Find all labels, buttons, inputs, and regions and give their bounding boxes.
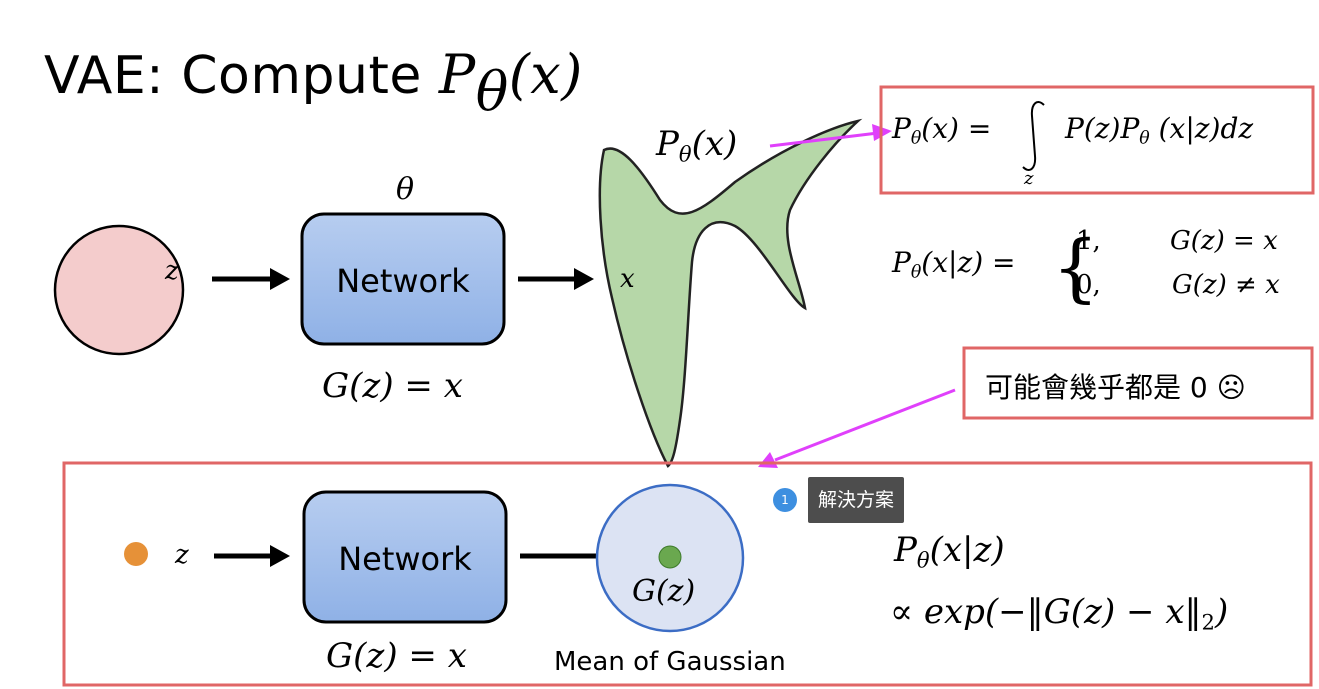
distribution-blob xyxy=(598,118,863,468)
prop-line2-text: ∝ exp(−‖G(z) − x‖ xyxy=(890,592,1202,632)
network-label-top: Network xyxy=(336,262,470,300)
comment-badge[interactable]: 1 xyxy=(773,488,797,512)
x-label-blob: x xyxy=(620,264,635,294)
integral-rhs-theta: θ xyxy=(1139,128,1150,149)
integral-theta: θ xyxy=(910,128,922,149)
network-box-top xyxy=(300,212,506,346)
title-math-arg: (x) xyxy=(508,43,583,106)
solution-box xyxy=(62,461,1313,687)
case1-value: 1, xyxy=(1076,226,1101,256)
magenta-arrow-top xyxy=(769,131,879,148)
integral-subscript: z xyxy=(1024,168,1034,189)
title-math-p: P xyxy=(438,43,476,106)
case2-value: 0, xyxy=(1076,270,1101,300)
prop-line1: Pθ(x|z) xyxy=(894,530,1005,573)
cases-equation-lhs: Pθ(x|z) = xyxy=(892,246,1015,283)
prop-line2-end: ) xyxy=(1214,592,1229,632)
page-title: VAE: Compute Pθ(x) xyxy=(44,40,583,127)
magenta-arrow-bottom xyxy=(774,388,956,462)
p-label-arg: (x) xyxy=(691,124,738,164)
p-label-sub: θ xyxy=(678,141,692,167)
mean-dot xyxy=(658,545,682,569)
integral-p: P xyxy=(892,112,911,145)
p-label-main: P xyxy=(656,124,679,164)
gz-equation-bottom: G(z) = x xyxy=(326,636,467,676)
network-label-bottom: Network xyxy=(338,540,472,578)
arrow-z-to-network-bottom-head xyxy=(270,545,290,567)
arrow-z-to-network-head xyxy=(270,268,290,290)
gaussian-caption: Mean of Gaussian xyxy=(554,647,786,677)
integral-lhs-text: (x) = xyxy=(921,112,992,145)
z-label-top: z xyxy=(165,256,179,286)
prop-line2-sub: 2 xyxy=(1201,609,1215,635)
integral-equation-rhs: P(z)Pθ (x|z)dz xyxy=(1065,112,1253,149)
cases-brace: { xyxy=(1052,225,1100,311)
note-box xyxy=(962,346,1314,420)
prop-theta: θ xyxy=(916,547,930,573)
integral-rhs-text: P(z)P xyxy=(1065,112,1140,145)
prop-line2: ∝ exp(−‖G(z) − x‖2) xyxy=(890,592,1228,635)
p-theta-x-label: Pθ(x) xyxy=(656,124,737,167)
zero-probability-note: 可能會幾乎都是 0 ☹ xyxy=(985,371,1246,404)
case1-condition: G(z) = x xyxy=(1170,226,1278,256)
arrow-network-to-blob-head xyxy=(574,268,594,290)
case2-condition: G(z) ≠ x xyxy=(1172,270,1280,300)
title-math-theta: θ xyxy=(475,60,509,124)
prop-p: P xyxy=(894,530,917,570)
integral-equation-lhs: Pθ(x) = xyxy=(892,112,991,149)
cases-theta: θ xyxy=(910,262,922,283)
z-dot xyxy=(124,542,148,566)
integral-rhs2-text: (x|z)dz xyxy=(1149,112,1254,145)
gz-equation-top: G(z) = x xyxy=(322,366,463,406)
comment-tooltip[interactable]: 解決方案 xyxy=(808,477,905,523)
integral-sign xyxy=(1022,101,1045,171)
prop-arg: (x|z) xyxy=(929,530,1005,570)
cases-lhs-text: (x|z) = xyxy=(921,246,1016,279)
network-box-bottom xyxy=(302,490,508,624)
gz-mean-label: G(z) xyxy=(632,574,696,609)
cases-p: P xyxy=(892,246,911,279)
z-label-bottom: z xyxy=(175,540,189,570)
integral-box xyxy=(879,85,1315,195)
z-circle xyxy=(53,224,185,356)
title-text: VAE: Compute xyxy=(44,46,439,106)
theta-label: θ xyxy=(396,172,415,207)
